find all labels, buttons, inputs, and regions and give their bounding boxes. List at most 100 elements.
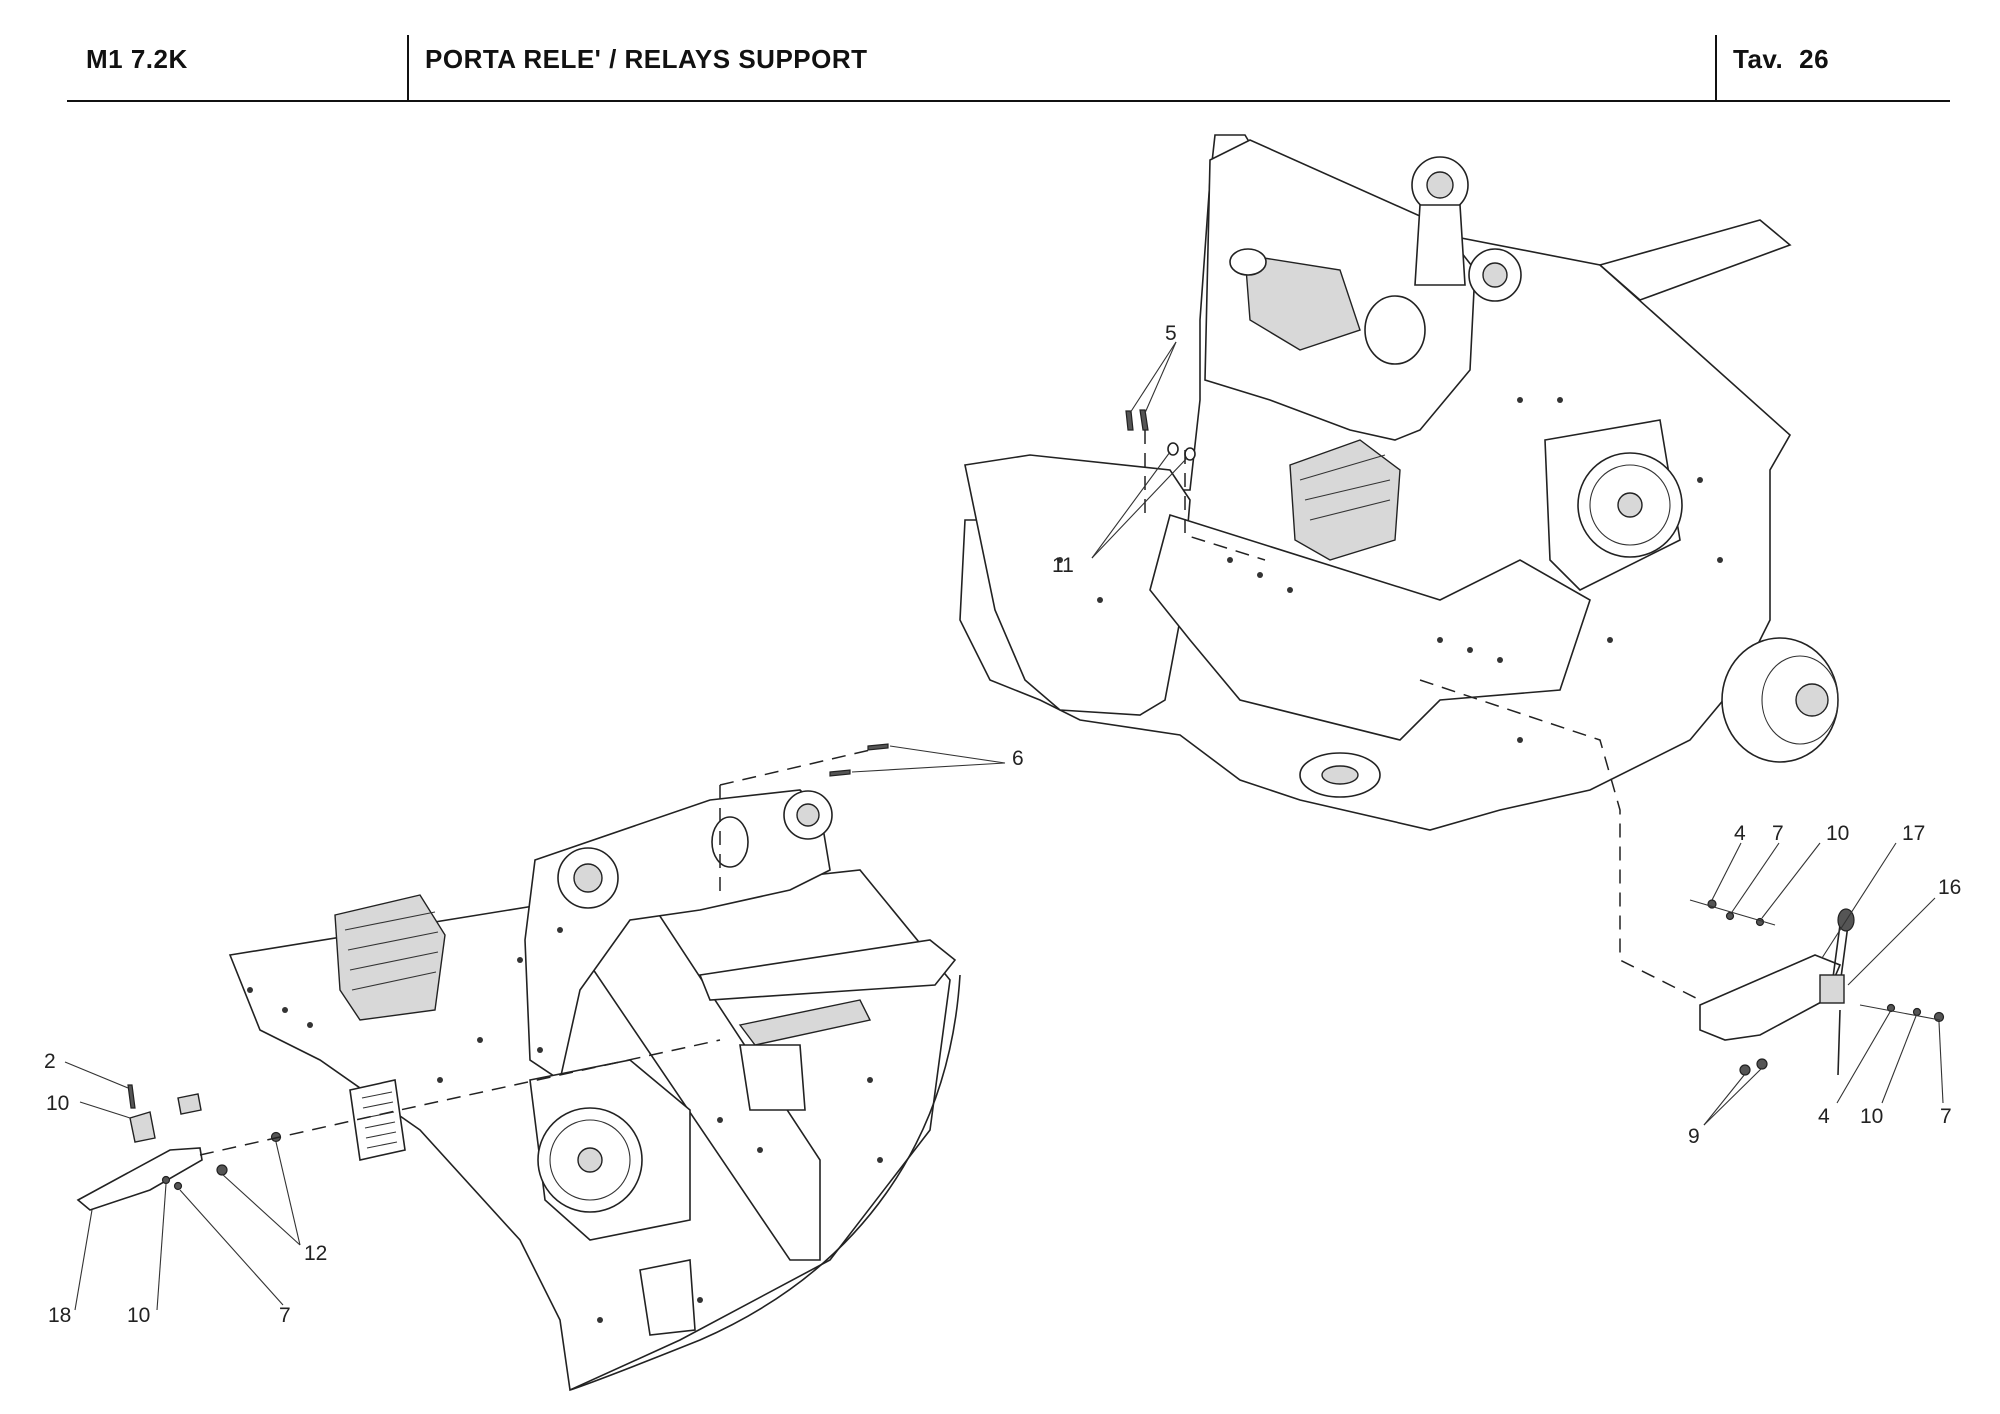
callout-17: 17 [1902,822,1925,845]
leader-4a [1711,842,1742,901]
callout-10-left: 10 [46,1092,69,1115]
upper-round-window [1364,295,1426,365]
header-bottom-rule [67,100,1950,102]
leader-11a [1091,451,1171,559]
leader-2 [64,1061,129,1089]
lower-relay-10 [129,1111,156,1143]
table-number: Tav. 26 [1733,44,1829,75]
upper-motor-flange [1761,655,1839,745]
lower-nut-12a [216,1164,228,1176]
lower-bolt-path [719,749,871,900]
callout-4-top: 4 [1734,822,1746,845]
callout-10-bottom: 10 [1860,1105,1883,1128]
header-divider-left [407,35,409,101]
leader-10b [1881,1015,1917,1104]
lower-relay-plate [349,1079,406,1161]
table-label: Tav. [1733,44,1784,74]
leader-5a [1129,341,1177,414]
lower-relay-assembly-path [199,1039,721,1156]
lower-fan-ring [549,1119,631,1201]
lower-valve-sections [344,911,439,991]
lower-cylinder-eye [711,816,749,868]
upper-pivot-arm [1414,204,1466,286]
lower-hydraulic-cylinder [698,939,957,1001]
leader-4b [1836,1011,1891,1104]
upper-nut-9a [1739,1064,1751,1076]
leader-6b [851,762,1006,773]
leader-12b [275,1141,301,1246]
upper-fastener-axis [1689,899,1776,926]
upper-washer-10b [1912,1007,1922,1017]
upper-washer-11a [1167,442,1179,456]
leader-5b [1144,341,1177,414]
leader-17 [1821,842,1897,959]
upper-lower-pivot-bore [1321,765,1359,785]
callout-leaders [64,341,1944,1311]
lower-curved-edge [569,974,961,1391]
callout-11: 11 [1052,554,1074,577]
upper-assembly-path [1184,450,1701,1001]
lower-fan-hub [577,1147,603,1173]
upper-fan-hub [1617,492,1643,518]
upper-valve-block [1289,439,1401,561]
model-code: M1 7.2K [86,44,188,74]
upper-cylinder-rod [1598,219,1792,301]
upper-mounting-holes [1057,397,1723,743]
lower-assembly [228,789,961,1392]
upper-bolt-5a [1125,410,1134,431]
lower-relay-block [177,1093,202,1115]
callout-7-top: 7 [1772,822,1784,845]
callout-7-bottom-left: 7 [279,1304,291,1327]
upper-fan-ring [1589,464,1671,546]
upper-bolt-5b [1139,409,1149,431]
upper-pivot-bore [1426,171,1454,199]
lower-bolt-6b [829,769,851,777]
callout-10-top: 10 [1826,822,1849,845]
callout-5: 5 [1165,322,1177,345]
lower-pivot-bore-b [796,803,820,827]
lower-washer-7 [173,1181,183,1191]
callout-10-bottom-left: 10 [127,1304,150,1327]
upper-fastener-axis-b [1859,1004,1941,1021]
page-title: PORTA RELE' / RELAYS SUPPORT [425,44,868,74]
lower-mounting-holes [247,927,883,1323]
lower-screw-2 [127,1084,136,1109]
upper-shaft-housing [1244,254,1361,351]
upper-relay-unit [1819,974,1845,1004]
header-divider-right [1715,35,1717,101]
callout-6: 6 [1012,747,1024,770]
leader-7a [1731,842,1780,913]
lower-bolt-6a [867,743,889,751]
callout-numbers: 5 11 6 4 7 10 17 16 9 4 10 7 2 10 12 18 … [44,322,1961,1327]
callout-16: 16 [1938,876,1961,899]
upper-relay-lever [1837,1009,1841,1076]
upper-nut-9b [1756,1058,1768,1070]
table-number-value: 26 [1799,44,1830,74]
lower-relay-detail [76,743,889,1211]
upper-washer-7 [1725,911,1735,921]
leader-10-lower-a [79,1101,131,1119]
leader-10a [1761,842,1821,919]
lower-washer-10b [161,1175,171,1185]
leader-7-lower [179,1189,284,1306]
upper-side-ear-bore [1482,262,1508,288]
leader-11b [1091,457,1188,559]
leader-10-lower-b [156,1183,167,1311]
callout-12: 12 [304,1242,327,1265]
upper-motor-hub [1795,683,1829,717]
leader-16 [1847,897,1936,986]
leader-7b [1938,1021,1944,1104]
leader-12a [221,1173,301,1246]
upper-diagonal-beam [1149,513,1591,741]
upper-shaft-end [1229,248,1267,276]
callout-2: 2 [44,1050,56,1073]
callout-7-bottom: 7 [1940,1105,1952,1128]
upper-screw-4b [1886,1003,1896,1013]
lower-cylinder-body [739,1044,806,1111]
lower-foot-bracket [639,1259,696,1336]
leader-6a [889,745,1006,764]
leader-9b [1703,1067,1763,1126]
upper-valve-sections [1299,454,1391,521]
callout-4-bottom: 4 [1818,1105,1830,1128]
